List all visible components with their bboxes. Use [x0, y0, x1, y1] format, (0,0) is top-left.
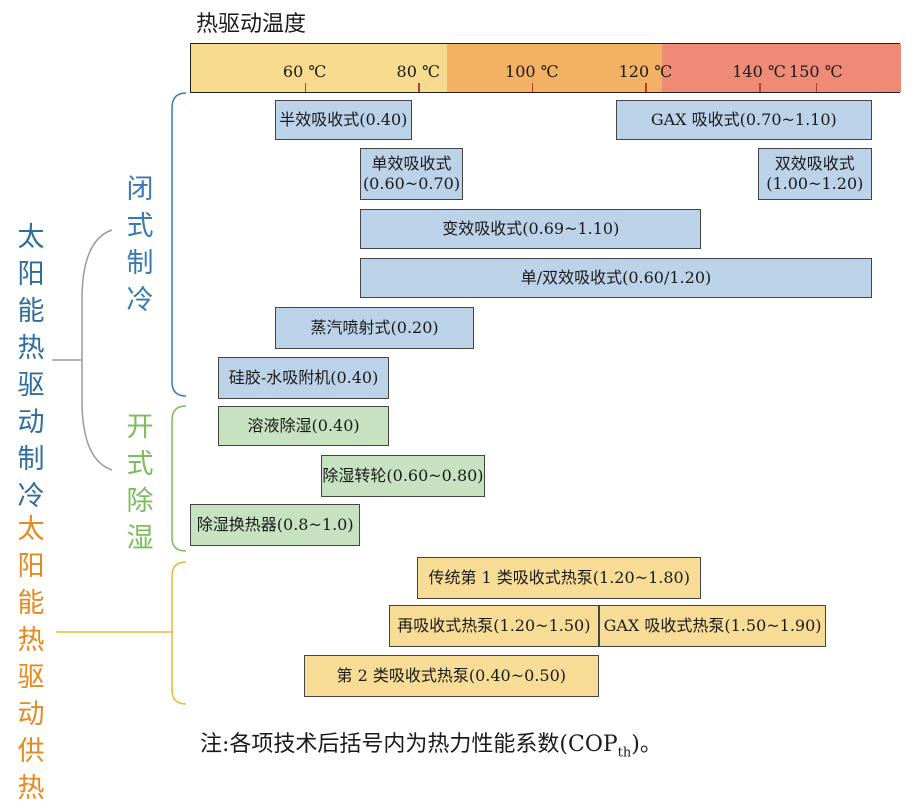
technology-box: 硅胶-水吸附机(0.40)	[218, 357, 389, 399]
technology-box: 再吸收式热泵(1.20~1.50)	[388, 605, 599, 647]
technology-box: 蒸汽喷射式(0.20)	[275, 307, 474, 349]
open-dehumidification-label: 开式除湿	[126, 412, 154, 554]
technology-box: 双效吸收式 (1.00~1.20)	[758, 148, 872, 200]
closed-cooling-label: 闭式制冷	[126, 174, 154, 316]
solar-heating-label: 太阳能热驱动供热	[17, 514, 45, 804]
temperature-tick	[531, 83, 534, 92]
technology-box: 半效吸收式(0.40)	[275, 100, 412, 140]
footnote: 注:各项技术后括号内为热力性能系数(COPth)。	[200, 732, 662, 761]
temperature-tick	[304, 83, 307, 92]
temperature-tick-label: 140 ℃	[732, 62, 786, 81]
temperature-tick-label: 80 ℃	[396, 62, 440, 81]
temperature-tick	[645, 83, 647, 92]
open-dehumid-bracket	[171, 405, 187, 552]
technology-box: 变效吸收式(0.69~1.10)	[360, 209, 702, 249]
heating-bracket	[171, 561, 187, 705]
diagram-title: 热驱动温度	[196, 12, 307, 37]
temperature-band-3	[662, 44, 901, 92]
temperature-tick	[418, 83, 420, 92]
technology-box: 传统第 1 类吸收式热泵(1.20~1.80)	[417, 557, 702, 599]
technology-box: 第 2 类吸收式热泵(0.40~0.50)	[303, 655, 599, 697]
temperature-tick-label: 120 ℃	[618, 62, 673, 81]
solar-cooling-label: 太阳能热驱动制冷	[17, 222, 45, 512]
temperature-tick	[759, 83, 761, 92]
technology-box: GAX 吸收式热泵(1.50~1.90)	[598, 605, 827, 647]
technology-box: 溶液除湿(0.40)	[218, 406, 389, 446]
temperature-tick-label: 100 ℃	[505, 62, 559, 81]
technology-box: 除湿转轮(0.60~0.80)	[320, 455, 486, 497]
cooling-branch-connector	[81, 229, 113, 471]
temperature-tick	[815, 83, 818, 92]
temperature-tick-label: 60 ℃	[282, 62, 327, 81]
temperature-tick-label: 150 ℃	[789, 62, 843, 81]
closed-cooling-bracket	[171, 92, 187, 397]
technology-box: 除湿换热器(0.8~1.0)	[190, 504, 361, 546]
technology-box: GAX 吸收式(0.70~1.10)	[616, 100, 872, 140]
technology-box: 单效吸收式 (0.60~0.70)	[360, 148, 463, 200]
temperature-band-2	[446, 44, 663, 92]
temperature-band-1	[191, 44, 447, 92]
technology-box: 单/双效吸收式(0.60/1.20)	[360, 258, 872, 298]
